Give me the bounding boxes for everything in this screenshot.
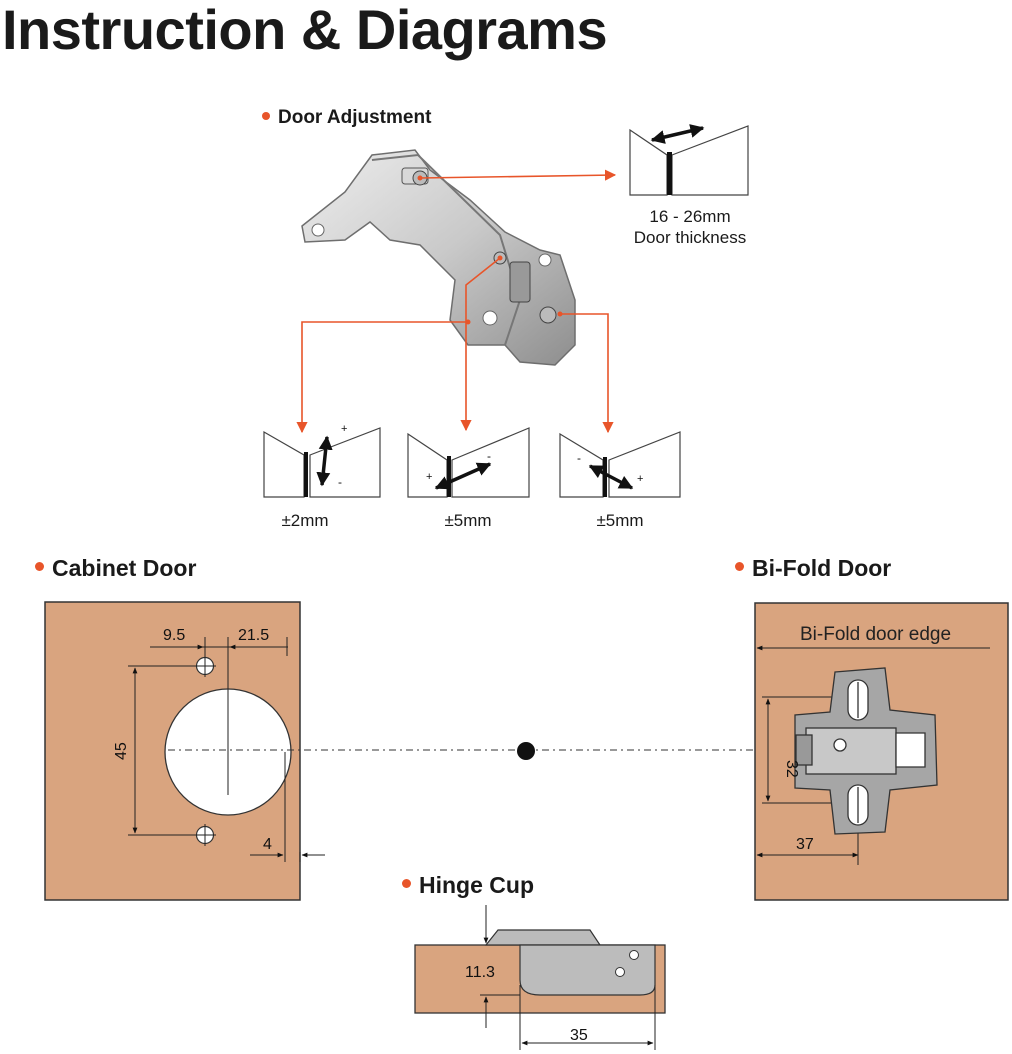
door-adjustment-label: Door Adjustment: [278, 107, 432, 128]
dim-32: 32: [783, 760, 800, 778]
dim-45: 45: [113, 742, 130, 760]
door-adjustment-heading: Door Adjustment: [262, 104, 431, 132]
page-title: Instruction & Diagrams: [2, 0, 608, 61]
bullet-dot-icon: [262, 111, 270, 120]
bullet-dot-icon: [35, 562, 44, 572]
bifold-door-panel: Bi-Fold door edge 32 37: [754, 602, 1009, 901]
adjust-height-icon: - +: [559, 431, 681, 498]
dim-37: 37: [796, 836, 814, 853]
door-thickness-caption: 16 - 26mm Door thickness: [600, 206, 780, 248]
door-thickness-range: 16 - 26mm: [649, 207, 731, 226]
plus-sign: +: [341, 423, 347, 435]
minus-sign: -: [577, 451, 581, 465]
centerline: [168, 742, 840, 760]
dim-9-5: 9.5: [163, 627, 185, 644]
adjust-depth-icon: + -: [263, 423, 381, 498]
dim-35: 35: [570, 1027, 588, 1044]
dim-4: 4: [263, 836, 272, 853]
dim-11-3: 11.3: [465, 964, 495, 981]
adjust-side-caption: ±5mm: [444, 511, 492, 530]
hinge-cup-heading: Hinge Cup: [402, 871, 534, 899]
leader-lines: [296, 169, 617, 434]
bifold-edge-label: Bi-Fold door edge: [800, 624, 951, 645]
plus-sign: +: [426, 471, 432, 483]
adjust-side-icon: + -: [407, 427, 530, 498]
cabinet-door-panel: 9.5 21.5 45 4: [44, 601, 325, 901]
hinge-cup-drawing: 11.3 35: [414, 905, 666, 1050]
cabinet-door-heading: Cabinet Door: [35, 554, 196, 582]
hinge-photo-icon: [301, 149, 576, 366]
adjust-depth-caption: ±2mm: [281, 511, 329, 530]
dim-21-5: 21.5: [238, 627, 269, 644]
mounting-plate-icon: [794, 667, 938, 835]
plus-sign: +: [637, 473, 643, 485]
bullet-dot-icon: [402, 879, 411, 889]
center-point-icon: [517, 742, 535, 760]
bifold-door-label: Bi-Fold Door: [752, 555, 892, 581]
minus-sign: -: [487, 449, 491, 463]
minus-sign: -: [338, 475, 342, 489]
door-thickness-label: Door thickness: [633, 228, 747, 247]
adjust-height-caption: ±5mm: [596, 511, 644, 530]
cabinet-door-label: Cabinet Door: [52, 555, 197, 581]
door-thickness-icon: [629, 124, 749, 196]
bullet-dot-icon: [735, 562, 744, 572]
bifold-door-heading: Bi-Fold Door: [735, 554, 891, 582]
hinge-cup-label: Hinge Cup: [419, 872, 534, 898]
